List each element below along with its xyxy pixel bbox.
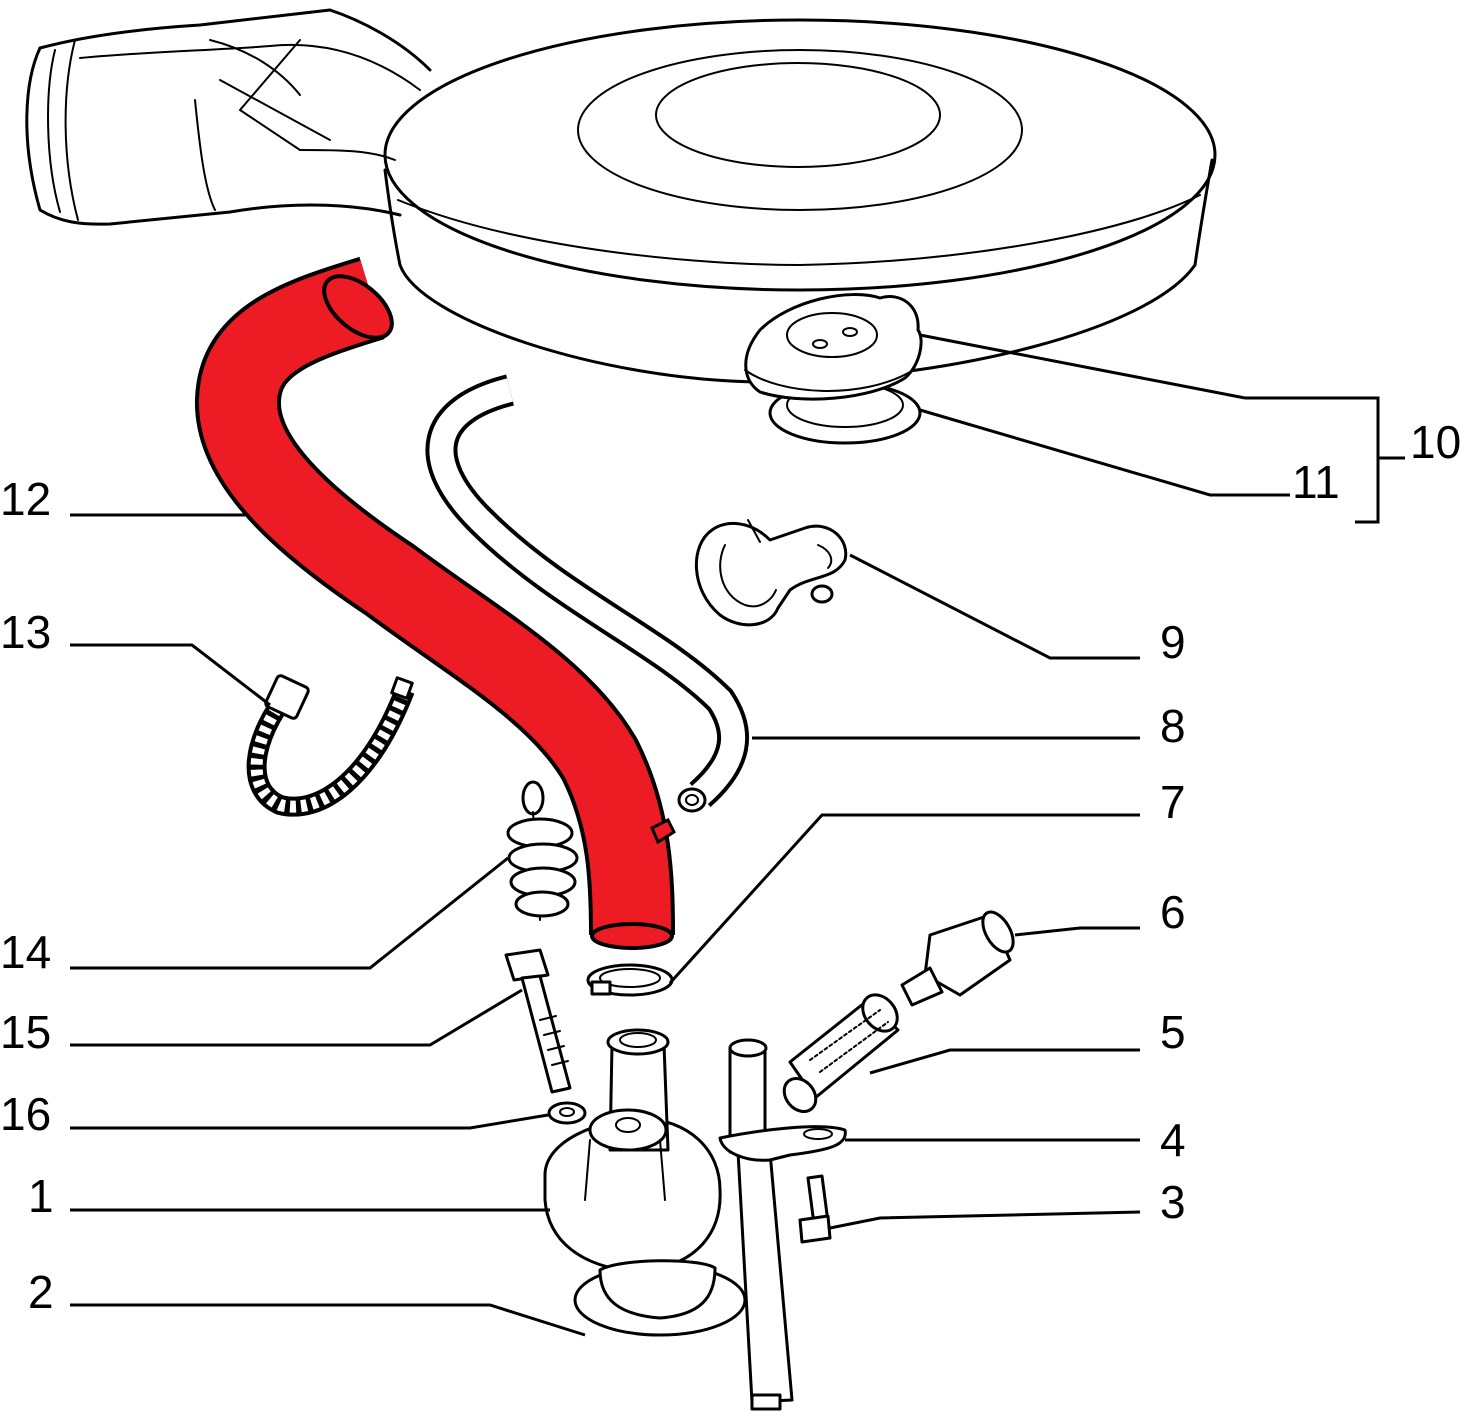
callout-12: 12 (0, 473, 51, 525)
clamp-9 (694, 519, 848, 627)
brush-filter-14 (506, 780, 579, 921)
pump-body-1 (543, 1028, 722, 1274)
clip-7 (586, 963, 674, 997)
callout-labels: 1 2 3 4 5 6 7 8 9 10 11 12 13 14 15 16 (0, 416, 1461, 1318)
base-gasket-2 (573, 1259, 747, 1337)
filler-cap-10 (744, 293, 923, 445)
hose-band-13 (246, 674, 415, 817)
callout-5: 5 (1160, 1006, 1186, 1058)
callout-2: 2 (28, 1266, 54, 1318)
callout-8: 8 (1160, 700, 1186, 752)
callout-1: 1 (28, 1170, 54, 1222)
filter-screen-5 (782, 993, 900, 1113)
air-filter-housing (25, 8, 1217, 384)
bolt-15 (504, 948, 572, 1094)
callout-15: 15 (0, 1006, 51, 1058)
washer-16 (547, 1101, 587, 1125)
callout-11: 11 (1292, 456, 1340, 508)
callout-13: 13 (0, 606, 51, 658)
callout-14: 14 (0, 926, 51, 978)
callout-16: 16 (0, 1088, 51, 1140)
sensor-6 (900, 910, 1015, 1007)
callout-9: 9 (1160, 616, 1186, 668)
leader-lines (70, 333, 1405, 1337)
shaft-bracket-4 (718, 1038, 847, 1411)
callout-10: 10 (1410, 416, 1461, 468)
thin-hose-8 (425, 374, 749, 813)
callout-4: 4 (1160, 1114, 1186, 1166)
callout-3: 3 (1160, 1176, 1186, 1228)
screw-3 (798, 1174, 832, 1244)
callout-7: 7 (1160, 776, 1186, 828)
callout-6: 6 (1160, 886, 1186, 938)
red-hose-12 (195, 256, 676, 950)
